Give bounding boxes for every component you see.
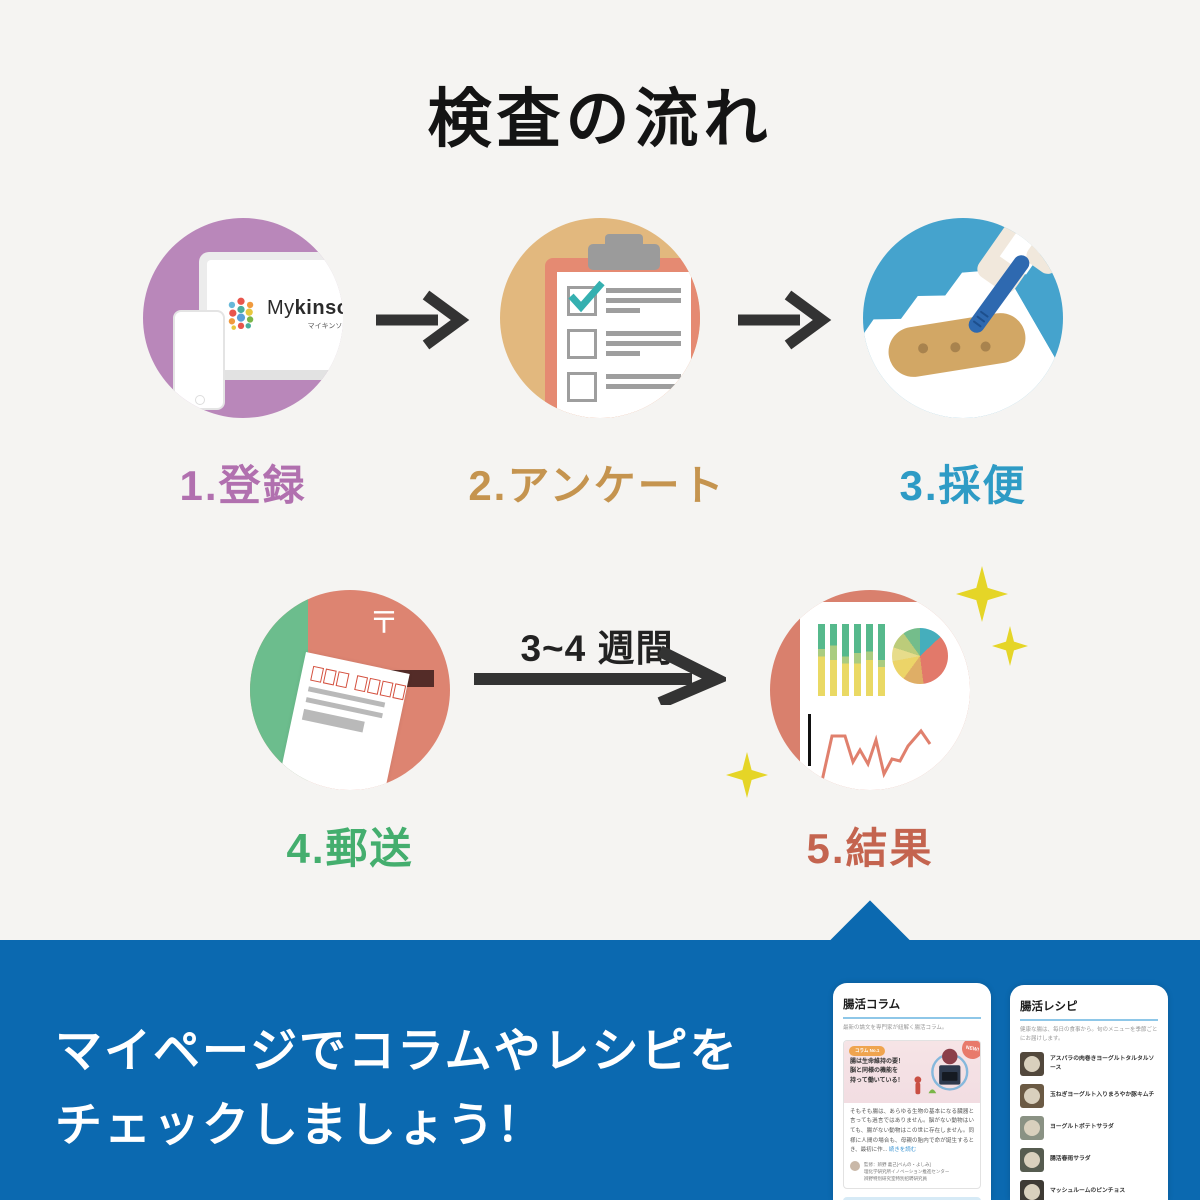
- step4-mailing-icon: 〒: [250, 590, 450, 790]
- report-sheet: [800, 602, 970, 790]
- food-thumbnail: [1020, 1051, 1044, 1076]
- chart-axis: [808, 714, 811, 766]
- step2-survey-icon: [500, 218, 700, 418]
- step5-label: 5.結果: [806, 825, 934, 872]
- column-number-badge: コラム No.1: [849, 1045, 886, 1056]
- column-card-headline: 腸は生命維持の要！ 脳と同様の機能を 持って働いている！: [850, 1058, 905, 1084]
- column-phone-mockup: 腸活コラム 最新の論文を専門家が紐解く腸活コラム。: [833, 983, 991, 1200]
- text-lines: [606, 329, 681, 359]
- read-more-link[interactable]: 続きを読む: [888, 1147, 917, 1154]
- step5-results-icon: [770, 590, 970, 790]
- divider: [843, 1017, 981, 1019]
- brand-kana: マイキンソー: [307, 323, 343, 330]
- gut-illustration-icon: [914, 1048, 969, 1095]
- long-arrow-right-icon: [474, 645, 726, 705]
- sparkle-icon: [992, 626, 1028, 666]
- column-screen-subtitle: 最新の論文を専門家が紐解く腸活コラム。: [843, 1025, 948, 1031]
- smartphone-icon: [173, 310, 225, 410]
- empty-checkbox-icon: [567, 372, 597, 402]
- column-card: コラム No.1 NEW! 腸は生命維持の要！ 脳と同様の機能を 持って働いてい…: [843, 1039, 981, 1190]
- line-chart-icon: [818, 728, 932, 790]
- wait-duration-label: 3~4 週間: [520, 628, 674, 669]
- empty-checkbox-icon: [567, 329, 597, 359]
- food-thumbnail: [1020, 1115, 1044, 1140]
- step3-label: 3.採便: [899, 462, 1027, 509]
- text-lines: [606, 286, 681, 316]
- laptop-icon: Mykinso マイキンソー: [199, 252, 343, 370]
- survey-row: [567, 280, 681, 316]
- recipe-phone-mockup: 腸活レシピ 健康な腸は、毎日の食事から。旬のメニューを季節ごとにお届けします。 …: [1010, 985, 1168, 1200]
- survey-paper: [557, 272, 691, 418]
- step3-sampling-icon: [863, 218, 1063, 418]
- pie-chart-icon: [892, 628, 948, 684]
- brand-tail: kinso: [294, 297, 343, 319]
- divider: [1020, 1019, 1158, 1021]
- survey-row: [567, 372, 681, 402]
- author-text: 監修：辨野 義己[べんの・よしみ] 理化学研究所イノベーション推進センター 辨野…: [864, 1161, 950, 1182]
- author-avatar: [850, 1160, 860, 1171]
- recipe-list-item[interactable]: マッシュルームのピンチョス: [1020, 1179, 1158, 1200]
- mykinso-logo-dots-icon: [228, 297, 254, 330]
- checked-checkbox-icon: [567, 280, 605, 316]
- recipe-list-item[interactable]: アスパラの肉巻きヨーグルトタルタルソース: [1020, 1051, 1158, 1076]
- recipe-screen-subtitle: 健康な腸は、毎日の食事から。旬のメニューを季節ごとにお届けします。: [1020, 1027, 1158, 1042]
- food-thumbnail: [1020, 1083, 1044, 1108]
- text-lines: [606, 372, 681, 402]
- mypage-banner: マイページでコラムやレシピを チェックしましょう！ 腸活コラム 最新の論文を専門…: [0, 940, 1200, 1200]
- recipe-list-item[interactable]: 腸活春雨サラダ: [1020, 1147, 1158, 1172]
- food-thumbnail: [1020, 1147, 1044, 1172]
- food-thumbnail: [1020, 1179, 1044, 1200]
- sparkle-icon: [726, 752, 768, 798]
- bar-chart-icon: [818, 624, 885, 696]
- laptop-screen: Mykinso マイキンソー: [207, 260, 343, 370]
- step4-label: 4.郵送: [286, 825, 414, 872]
- recipe-list-item[interactable]: 玉ねぎヨーグルト入りまろやか豚キムチ: [1020, 1083, 1158, 1108]
- phone-home-button-icon: [195, 395, 205, 405]
- arrow-right-icon: [376, 290, 470, 350]
- step1-label: 1.登録: [179, 462, 307, 509]
- column-card-2: コラム No.2: [843, 1197, 981, 1200]
- mykinso-wordmark: Mykinso マイキンソー: [267, 297, 343, 331]
- checkmark-icon: [568, 280, 605, 313]
- arrow-right-icon: [738, 290, 832, 350]
- page-title: 検査の流れ: [427, 83, 773, 155]
- postal-mark-icon: 〒: [369, 607, 399, 640]
- author-block: 監修：辨野 義己[べんの・よしみ] 理化学研究所イノベーション推進センター 辨野…: [844, 1156, 980, 1189]
- column-card-illustration: コラム No.1 NEW! 腸は生命維持の要！ 脳と同様の機能を 持って働いてい…: [844, 1040, 980, 1103]
- banner-text-line1: マイページでコラムやレシピを: [55, 1024, 739, 1077]
- survey-row: [567, 329, 681, 359]
- column-screen-title: 腸活コラム: [843, 999, 901, 1011]
- brand-head: My: [267, 297, 295, 319]
- clipboard-clip-icon: [588, 244, 660, 270]
- mykinso-logo: Mykinso マイキンソー: [221, 292, 343, 336]
- step1-registration-icon: Mykinso マイキンソー: [143, 218, 343, 418]
- recipe-list-item[interactable]: ヨーグルトポテトサラダ: [1020, 1115, 1158, 1140]
- column-card-body: そもそも腸は、あらゆる生物の基本になる臓器と言っても過言ではありません。脳がない…: [850, 1108, 974, 1154]
- recipe-screen-title: 腸活レシピ: [1020, 1001, 1078, 1013]
- step2-label: 2.アンケート: [468, 462, 726, 509]
- banner-text-line2: チェックしましょう！: [55, 1098, 545, 1151]
- postal-code-boxes: [310, 665, 407, 701]
